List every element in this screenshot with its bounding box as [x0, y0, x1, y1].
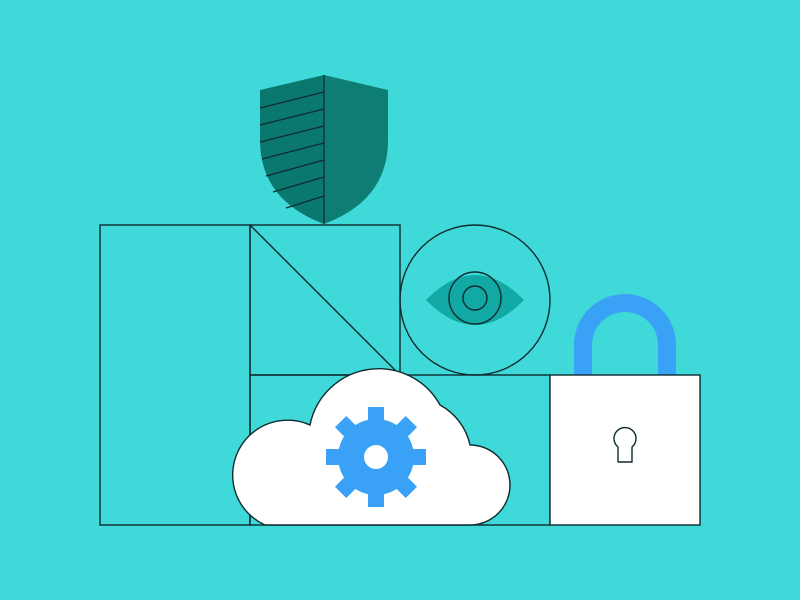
shield-icon — [259, 75, 388, 224]
gear-icon — [326, 407, 426, 507]
keyhole-icon — [613, 426, 637, 463]
eye-icon — [399, 224, 551, 376]
padlock-icon — [549, 294, 701, 526]
